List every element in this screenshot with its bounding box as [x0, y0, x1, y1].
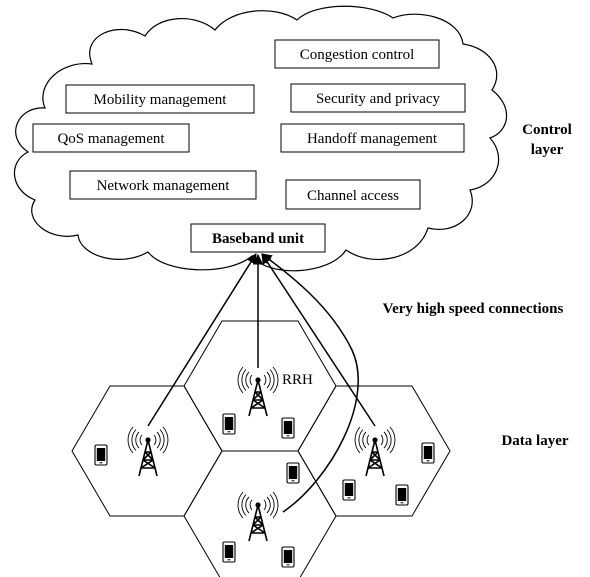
- function-label: QoS management: [57, 131, 165, 147]
- connection-arrow-left: [147, 253, 257, 427]
- function-box-congestion-control: Congestion control: [274, 39, 440, 69]
- mobile-phone-icon: [395, 484, 409, 506]
- function-label: Handoff management: [307, 131, 438, 147]
- mobile-phone-icon: [281, 546, 295, 568]
- mobile-phone-icon: [342, 479, 356, 501]
- function-label: Channel access: [307, 188, 399, 204]
- mobile-phone-icon: [94, 444, 108, 466]
- mobile-phone-icon: [286, 462, 300, 484]
- radio-tower-icon: [127, 426, 169, 477]
- function-box-channel-access: Channel access: [285, 179, 421, 210]
- radio-tower-icon: [354, 426, 396, 477]
- rrh-label: RRH: [282, 372, 313, 388]
- function-box-handoff-management: Handoff management: [280, 123, 465, 153]
- radio-tower-icon: [237, 366, 279, 417]
- function-label: Mobility management: [94, 92, 228, 108]
- function-label: Security and privacy: [316, 91, 441, 107]
- mobile-phone-icon: [281, 417, 295, 439]
- control-layer-label-line1: Control: [522, 122, 572, 138]
- function-box-network-management: Network management: [69, 170, 257, 200]
- mobile-phone-icon: [421, 442, 435, 464]
- hex-cells: [71, 320, 451, 577]
- mobile-phone-icon: [222, 413, 236, 435]
- baseband-unit-box: Baseband unit: [190, 223, 326, 253]
- function-box-mobility-management: Mobility management: [65, 84, 255, 114]
- data-layer-label: Data layer: [501, 433, 568, 449]
- connection-arrow-bottom: [261, 253, 359, 513]
- mobile-phone-icon: [222, 541, 236, 563]
- function-box-security-and-privacy: Security and privacy: [290, 83, 466, 113]
- radio-tower-icon: [237, 491, 279, 542]
- baseband-unit-label: Baseband unit: [212, 231, 304, 247]
- connections-label: Very high speed connections: [383, 301, 564, 317]
- function-box-qos-management: QoS management: [32, 123, 190, 153]
- function-label: Congestion control: [300, 47, 415, 63]
- connection-arrow-right: [261, 253, 376, 427]
- control-layer-label-line2: layer: [531, 142, 564, 158]
- high-speed-connections: [147, 253, 376, 513]
- function-label: Network management: [97, 178, 231, 194]
- hex-cell-bottom: [183, 450, 337, 577]
